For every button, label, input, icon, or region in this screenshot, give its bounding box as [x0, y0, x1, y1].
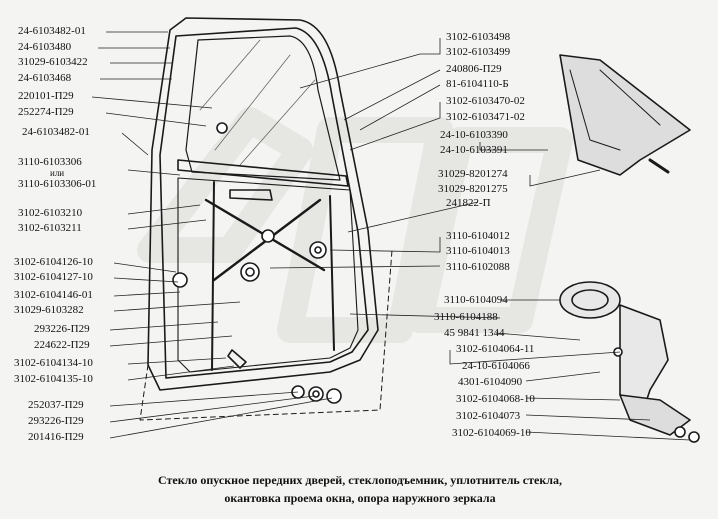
- part-label: 3102-6104073: [456, 410, 521, 422]
- part-label: 3102-6103470-02: [446, 95, 525, 107]
- part-label: 24-6103468: [18, 72, 72, 84]
- part-label: 3102-6103471-02: [446, 111, 525, 123]
- caption-line-2: окантовка проема окна, опора наружного з…: [224, 491, 496, 505]
- part-label: 201416-П29: [28, 431, 84, 443]
- part-label: 241822-П: [446, 197, 491, 209]
- part-label: 3102-6104068-10: [456, 393, 535, 405]
- part-label: 3102-6104069-10: [452, 427, 531, 439]
- part-label-or: или: [50, 168, 65, 178]
- part-label: 3102-6104064-11: [456, 343, 535, 355]
- part-label: 3102-6103211: [18, 222, 82, 234]
- part-label: 24-10-6104066: [462, 360, 530, 372]
- part-label: 3110-6104094: [444, 294, 508, 306]
- part-label: 45 9841 1344: [444, 327, 505, 339]
- mirror-support: [559, 54, 691, 176]
- door-frame: [147, 17, 379, 391]
- part-label: 3110-6104013: [446, 245, 510, 257]
- part-label: 24-6103480: [18, 41, 72, 53]
- part-label: 252274-П29: [18, 106, 74, 118]
- part-label: 3110-6103306-01: [18, 178, 97, 190]
- part-label: 3102-6104135-10: [14, 373, 93, 385]
- part-label: 3110-6103306: [18, 156, 82, 168]
- part-label: 3102-6104126-10: [14, 256, 93, 268]
- part-label: 3102-6103499: [446, 46, 511, 58]
- part-label: 31029-6103422: [18, 56, 88, 68]
- part-label: 81-6104110-Б: [446, 78, 509, 90]
- part-label: 3102-6103498: [446, 31, 511, 43]
- part-label: 224622-П29: [34, 339, 90, 351]
- part-label: 3102-6104127-10: [14, 271, 93, 283]
- part-label: 3102-6103210: [18, 207, 83, 219]
- part-label: 4301-6104090: [458, 376, 523, 388]
- part-label: 31029-8201274: [438, 168, 508, 180]
- part-label: 24-6103482-01: [22, 126, 90, 138]
- part-label: 24-6103482-01: [18, 25, 86, 37]
- part-label: 252037-П29: [28, 399, 84, 411]
- part-label: 24-10-6103390: [440, 129, 508, 141]
- part-label: 3110-6104012: [446, 230, 510, 242]
- part-label: 240806-П29: [446, 63, 502, 75]
- part-label: 3110-6102088: [446, 261, 510, 273]
- part-label: 293226-П29: [28, 415, 84, 427]
- part-label: 31029-8201275: [438, 183, 508, 195]
- part-label: 3102-6104134-10: [14, 357, 93, 369]
- part-label: 220101-П29: [18, 90, 74, 102]
- part-label: 3110-6104188: [434, 311, 498, 323]
- part-label: 24-10-6103391: [440, 144, 508, 156]
- part-label: 3102-6104146-01: [14, 289, 93, 301]
- caption-line-1: Стекло опускное передних дверей, стеклоп…: [158, 473, 562, 487]
- part-label: 31029-6103282: [14, 304, 84, 316]
- part-label: 293226-П29: [34, 323, 90, 335]
- window-glass: [185, 35, 341, 181]
